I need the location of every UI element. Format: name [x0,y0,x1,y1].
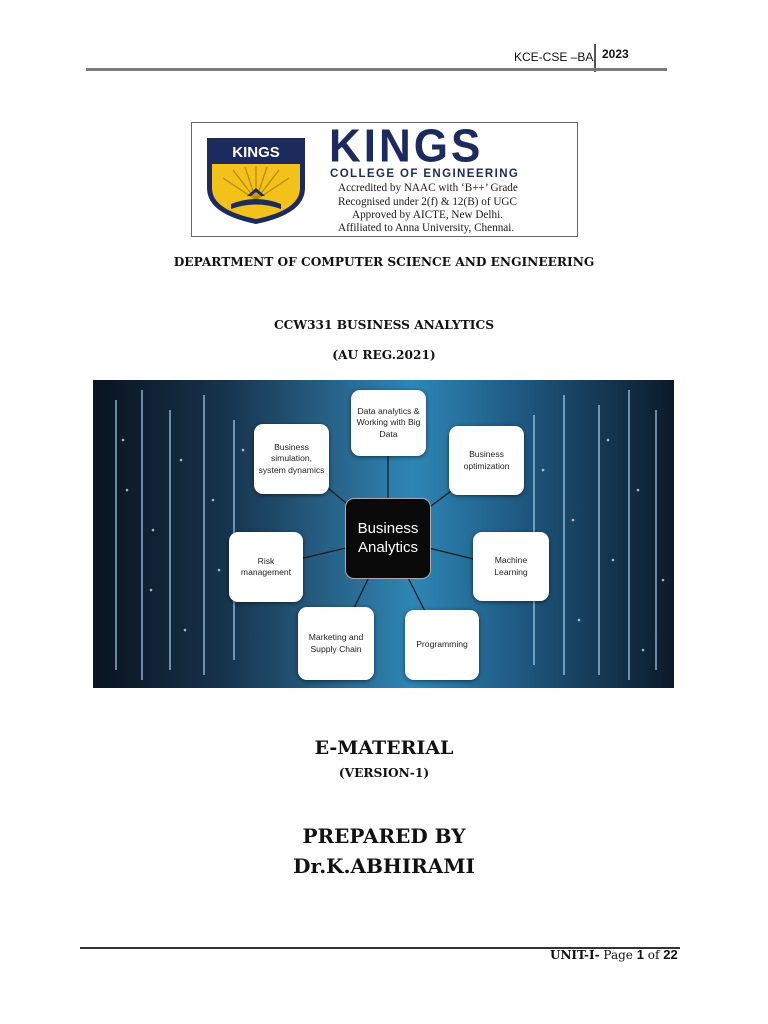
logo-accreditation: Accredited by NAAC with ‘B++’ Grade [338,182,518,194]
footer-page-total: 22 [663,947,678,962]
node-business-optimization: Business optimization [449,426,524,495]
header-rule [86,68,667,71]
course-title: CCW331 BUSINESS ANALYTICS [273,318,495,332]
node-risk-management: Risk management [229,532,303,602]
material-version: (VERSION-1) [338,766,430,780]
header-year: 2023 [602,47,629,61]
business-analytics-diagram: Data analytics & Working with Big Data B… [93,380,674,688]
node-programming: Programming [405,610,479,680]
node-business-simulation: Business simulation, system dynamics [254,424,329,494]
footer-rule [80,947,680,949]
header-separator [594,44,596,72]
department-title: DEPARTMENT OF COMPUTER SCIENCE AND ENGIN… [173,255,595,269]
author-name: Dr.K.ABHIRAMI [293,854,475,878]
node-machine-learning: Machine Learning [473,532,549,601]
shield-emblem-icon: KINGS [207,138,305,224]
logo-approval: Approved by AICTE, New Delhi. [352,209,504,221]
footer-page-word: Page [603,948,633,962]
regulation: (AU REG.2021) [332,348,436,362]
logo-name: KINGS [329,122,484,173]
prepared-by-label: PREPARED BY [302,824,466,848]
node-marketing-supply-chain: Marketing and Supply Chain [298,607,374,680]
logo-recognition: Recognised under 2(f) & 12(B) of UGC [338,196,517,208]
material-title: E-MATERIAL [314,737,454,759]
footer-page-number: 1 [636,947,644,962]
footer-unit: UNIT-I- [550,948,600,962]
node-data-analytics: Data analytics & Working with Big Data [351,390,426,456]
node-business-analytics: Business Analytics [345,498,431,579]
footer-of-word: of [647,948,660,962]
logo-college: COLLEGE OF ENGINEERING [330,168,520,180]
header-org-code: KCE-CSE –BA [514,50,594,64]
shield-text: KINGS [232,144,280,161]
logo-affiliation: Affiliated to Anna University, Chennai. [338,222,515,234]
college-logo: KINGS KINGS COLLEGE OF ENGINEERING Accre… [191,122,578,237]
page-footer: UNIT-I- Page 1 of 22 [550,947,678,962]
